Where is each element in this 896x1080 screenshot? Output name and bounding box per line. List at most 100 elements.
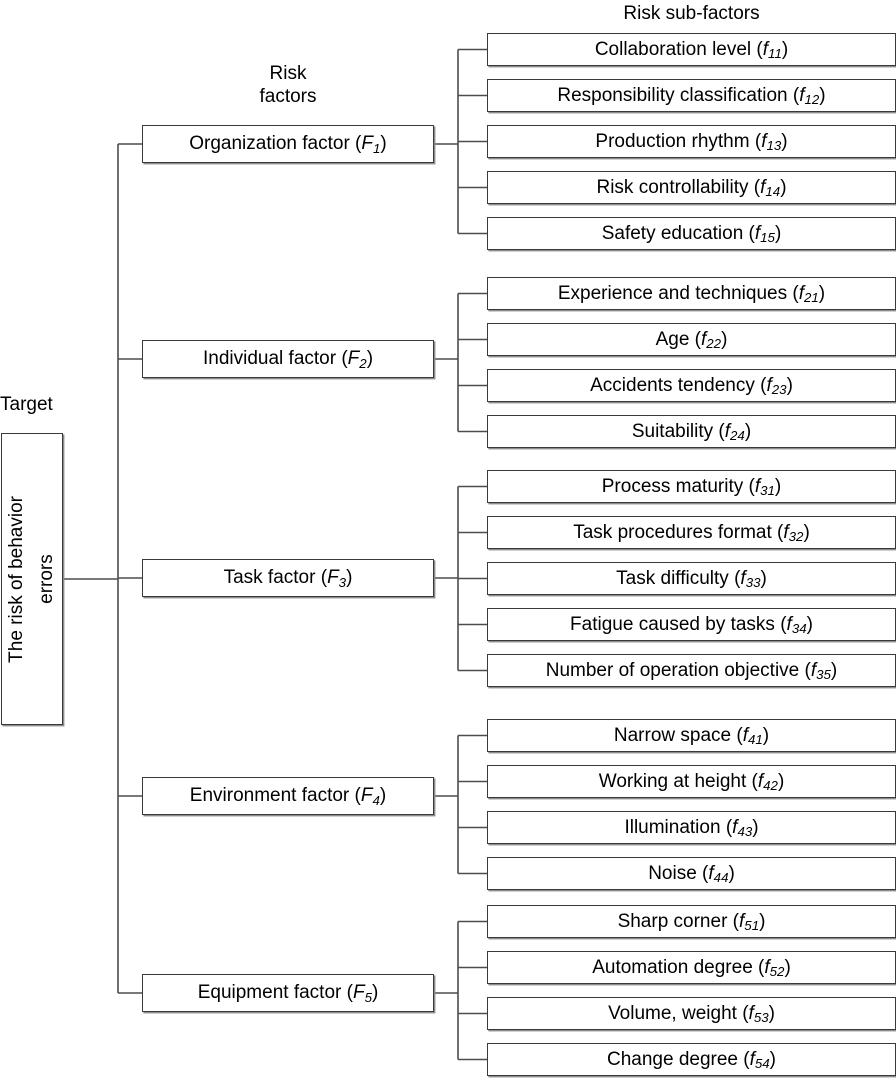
factor-label-f4: Environment factor (F4) bbox=[189, 785, 387, 808]
subscript-44: 44 bbox=[713, 870, 729, 886]
subscript-43: 43 bbox=[737, 824, 753, 840]
symbol-f21: f21 bbox=[798, 282, 819, 306]
sub-factor-label-24: Suitability (f24) bbox=[631, 420, 752, 444]
subscript-13: 13 bbox=[766, 138, 782, 154]
symbol-f31: f31 bbox=[754, 475, 775, 499]
target-node[interactable]: The risk of behavior errors bbox=[1, 433, 63, 725]
sub-factor-node-51[interactable]: Sharp corner (f51) bbox=[487, 905, 896, 938]
sub-factor-node-31[interactable]: Process maturity (f31) bbox=[487, 470, 896, 503]
sub-factor-node-41[interactable]: Narrow space (f41) bbox=[487, 719, 896, 752]
factor-label-f5: Equipment factor (F5) bbox=[197, 982, 379, 1005]
symbol-F1: F1 bbox=[361, 133, 381, 156]
sub-factor-label-12: Responsibility classification (f12) bbox=[557, 84, 826, 108]
sub-factor-node-35[interactable]: Number of operation objective (f35) bbox=[487, 654, 896, 687]
column-header-target: Target bbox=[0, 394, 53, 415]
target-node-label: The risk of behavior errors bbox=[6, 495, 57, 663]
symbol-f15: f15 bbox=[754, 222, 775, 246]
symbol-F5: F5 bbox=[352, 982, 372, 1005]
sub-factor-label-52: Automation degree (f52) bbox=[592, 956, 791, 980]
factor-node-f1[interactable]: Organization factor (F1) bbox=[142, 125, 434, 163]
symbol-f13: f13 bbox=[761, 130, 782, 154]
factor-node-f4[interactable]: Environment factor (F4) bbox=[142, 777, 434, 815]
symbol-f42: f42 bbox=[757, 770, 778, 794]
symbol-f51: f51 bbox=[739, 910, 760, 934]
sub-factor-node-53[interactable]: Volume, weight (f53) bbox=[487, 997, 896, 1030]
subscript-41: 41 bbox=[747, 732, 763, 748]
subscript-2: 2 bbox=[359, 355, 367, 371]
sub-factor-node-22[interactable]: Age (f22) bbox=[487, 323, 896, 356]
symbol-f24: f24 bbox=[724, 420, 745, 444]
factor-label-f2: Individual factor (F2) bbox=[202, 348, 374, 371]
symbol-F3: F3 bbox=[327, 567, 347, 590]
sub-factor-label-23: Accidents tendency (f23) bbox=[590, 374, 793, 398]
sub-factor-label-13: Production rhythm (f13) bbox=[595, 130, 788, 154]
sub-factor-node-11[interactable]: Collaboration level (f11) bbox=[487, 33, 896, 66]
sub-factor-label-44: Noise (f44) bbox=[648, 862, 735, 886]
factor-node-f3[interactable]: Task factor (F3) bbox=[142, 559, 434, 597]
factor-label-f3: Task factor (F3) bbox=[223, 567, 353, 590]
sub-factor-node-44[interactable]: Noise (f44) bbox=[487, 857, 896, 890]
sub-factor-label-43: Illumination (f43) bbox=[624, 816, 759, 840]
sub-factor-label-21: Experience and techniques (f21) bbox=[557, 282, 826, 306]
subscript-34: 34 bbox=[791, 621, 807, 637]
sub-factor-node-23[interactable]: Accidents tendency (f23) bbox=[487, 369, 896, 402]
column-header-risk-factors: Risk factors bbox=[259, 63, 317, 107]
subscript-33: 33 bbox=[745, 575, 761, 591]
subscript-31: 31 bbox=[760, 483, 775, 499]
sub-factor-node-52[interactable]: Automation degree (f52) bbox=[487, 951, 896, 984]
sub-factor-label-32: Task procedures format (f32) bbox=[573, 521, 810, 545]
subscript-53: 53 bbox=[753, 1010, 769, 1026]
subscript-5: 5 bbox=[364, 989, 372, 1005]
subscript-15: 15 bbox=[760, 230, 775, 246]
symbol-F4: F4 bbox=[360, 785, 380, 808]
sub-factor-node-12[interactable]: Responsibility classification (f12) bbox=[487, 79, 896, 112]
sub-factor-node-33[interactable]: Task difficulty (f33) bbox=[487, 562, 896, 595]
subscript-24: 24 bbox=[730, 428, 745, 444]
factor-node-f2[interactable]: Individual factor (F2) bbox=[142, 340, 434, 378]
symbol-f34: f34 bbox=[786, 613, 807, 637]
sub-factor-node-21[interactable]: Experience and techniques (f21) bbox=[487, 277, 896, 310]
symbol-f12: f12 bbox=[799, 84, 820, 108]
subscript-11: 11 bbox=[768, 46, 782, 62]
sub-factor-node-24[interactable]: Suitability (f24) bbox=[487, 415, 896, 448]
sub-factor-node-13[interactable]: Production rhythm (f13) bbox=[487, 125, 896, 158]
subscript-12: 12 bbox=[804, 92, 820, 108]
sub-factor-node-15[interactable]: Safety education (f15) bbox=[487, 217, 896, 250]
sub-factor-node-43[interactable]: Illumination (f43) bbox=[487, 811, 896, 844]
sub-factor-node-14[interactable]: Risk controllability (f14) bbox=[487, 171, 896, 204]
subscript-42: 42 bbox=[763, 778, 778, 794]
symbol-F2: F2 bbox=[347, 348, 367, 371]
subscript-54: 54 bbox=[754, 1056, 770, 1072]
column-header-risk-sub-factors: Risk sub-factors bbox=[623, 3, 760, 24]
sub-factor-label-14: Risk controllability (f14) bbox=[596, 176, 787, 200]
symbol-f22: f22 bbox=[701, 328, 722, 352]
subscript-51: 51 bbox=[744, 918, 760, 934]
sub-factor-label-33: Task difficulty (f33) bbox=[616, 567, 767, 591]
symbol-f23: f23 bbox=[766, 374, 787, 398]
sub-factor-label-53: Volume, weight (f53) bbox=[608, 1002, 775, 1026]
sub-factor-label-35: Number of operation objective (f35) bbox=[545, 659, 838, 683]
subscript-22: 22 bbox=[706, 336, 722, 352]
sub-factor-label-54: Change degree (f54) bbox=[606, 1048, 776, 1072]
sub-factor-label-22: Age (f22) bbox=[655, 328, 728, 352]
symbol-f41: f41 bbox=[742, 724, 763, 748]
factor-node-f5[interactable]: Equipment factor (F5) bbox=[142, 974, 434, 1012]
sub-factor-label-42: Working at height (f42) bbox=[598, 770, 785, 794]
symbol-f54: f54 bbox=[749, 1048, 770, 1072]
sub-factor-label-41: Narrow space (f41) bbox=[613, 724, 770, 748]
sub-factor-node-34[interactable]: Fatigue caused by tasks (f34) bbox=[487, 608, 896, 641]
symbol-f52: f52 bbox=[764, 956, 785, 980]
subscript-1: 1 bbox=[373, 140, 381, 156]
symbol-f44: f44 bbox=[708, 862, 729, 886]
symbol-f43: f43 bbox=[732, 816, 753, 840]
symbol-f32: f32 bbox=[783, 521, 804, 545]
sub-factor-label-34: Fatigue caused by tasks (f34) bbox=[570, 613, 813, 637]
subscript-14: 14 bbox=[765, 184, 781, 200]
sub-factor-label-11: Collaboration level (f11) bbox=[594, 38, 789, 62]
subscript-4: 4 bbox=[372, 792, 380, 808]
symbol-f11: f11 bbox=[762, 38, 782, 62]
sub-factor-node-32[interactable]: Task procedures format (f32) bbox=[487, 516, 896, 549]
sub-factor-node-42[interactable]: Working at height (f42) bbox=[487, 765, 896, 798]
sub-factor-node-54[interactable]: Change degree (f54) bbox=[487, 1043, 896, 1076]
